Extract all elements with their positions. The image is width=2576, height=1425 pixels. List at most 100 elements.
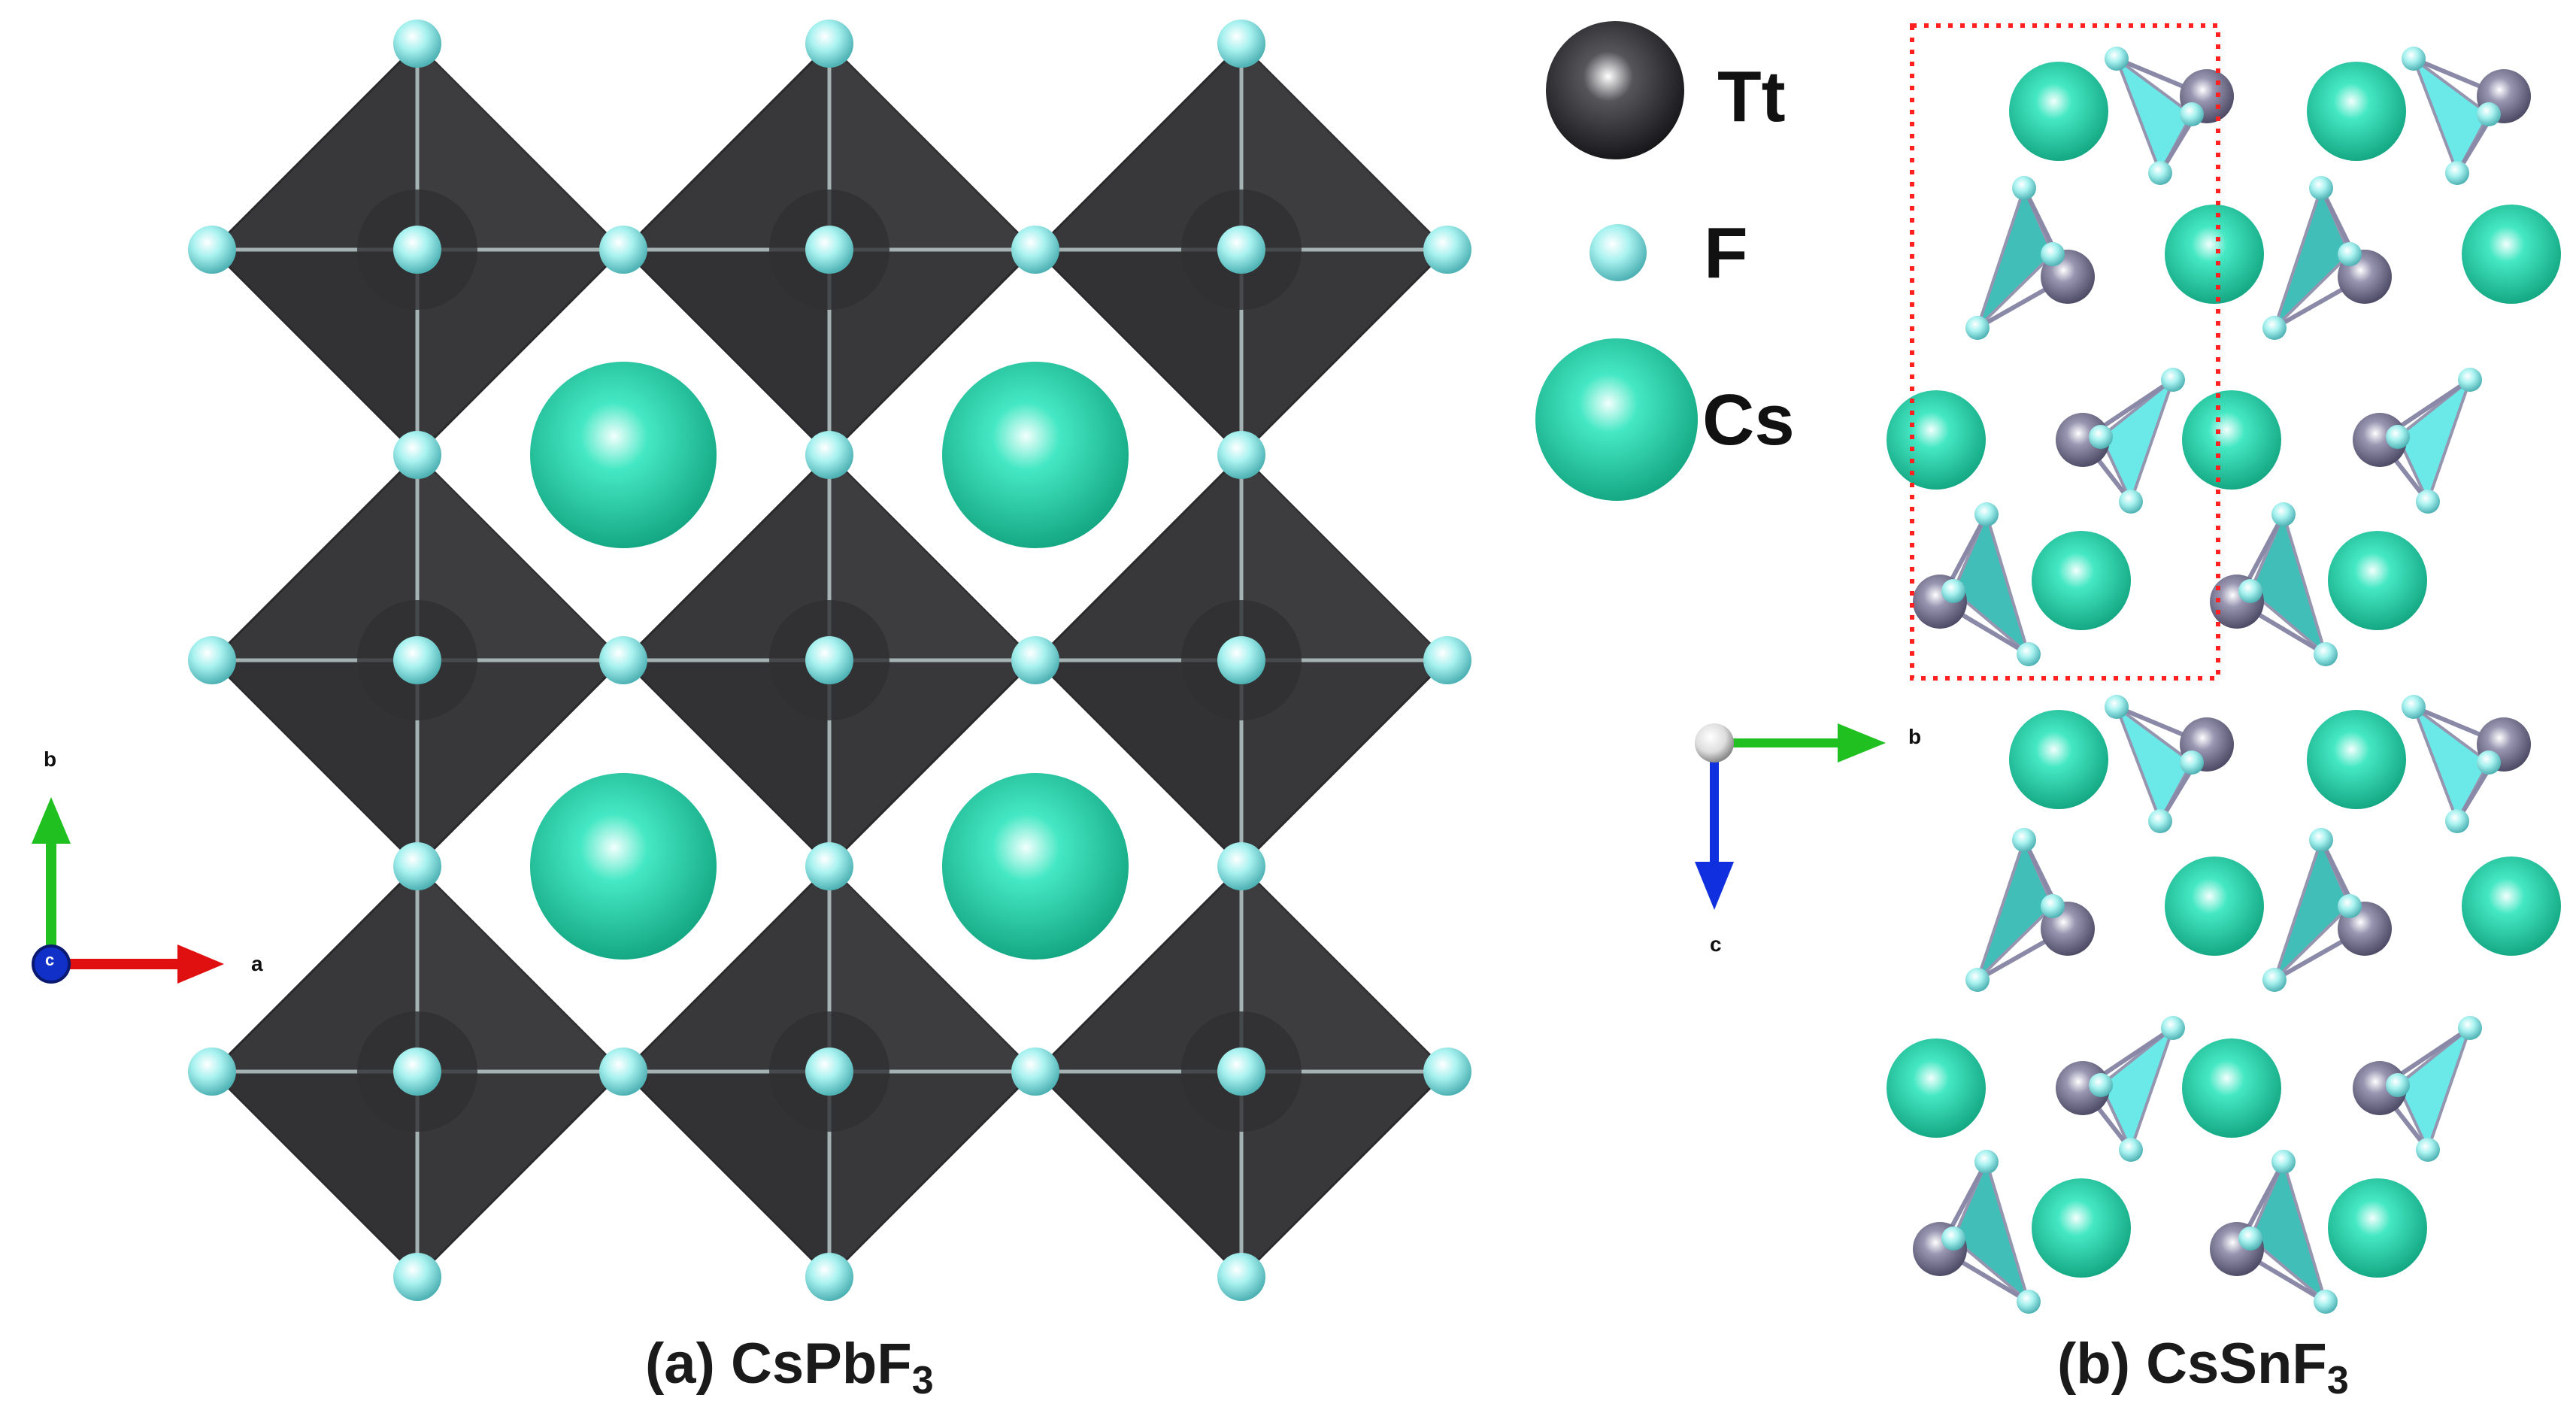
axis-c-origin [32, 944, 71, 984]
legend-label-cs: Cs [1702, 380, 1795, 460]
f-atom [2271, 1150, 2296, 1174]
octahedron-facet [624, 250, 829, 455]
axis-label-a: a [251, 952, 263, 975]
f-atom [2017, 642, 2041, 666]
f-atom [1941, 1226, 1965, 1251]
snf3-tetrahedron [1951, 510, 2032, 659]
f-atom [1217, 226, 1265, 274]
f-atom [1974, 1150, 1999, 1174]
panel-b-atoms-layer [1887, 47, 2561, 1314]
f-atom [805, 20, 853, 68]
axis-triad-a [32, 797, 224, 984]
f-atom [188, 636, 236, 684]
cs-atom [2009, 62, 2108, 161]
f-atom [393, 1048, 441, 1096]
f-atom [2309, 828, 2333, 852]
legend-label-tt: Tt [1717, 56, 1786, 137]
f-atom [2105, 47, 2129, 71]
caption-b-subscript: 3 [2326, 1359, 2349, 1402]
f-atom [1011, 226, 1059, 274]
cs-atom [2165, 205, 2264, 304]
cs-atom [530, 362, 717, 548]
axis-label-c-origin: c [45, 951, 55, 969]
f-atom [2262, 316, 2287, 340]
f-atom [1423, 636, 1471, 684]
f-atom [1217, 1253, 1265, 1301]
octahedron-facet [417, 455, 623, 660]
f-atom [2089, 1073, 2113, 1097]
f-atom [2416, 1138, 2440, 1162]
f-atom [2148, 809, 2172, 833]
f-atom [599, 1048, 647, 1096]
snf3-tetrahedron [2248, 510, 2329, 659]
octahedron-facet [624, 660, 829, 866]
cs-atom [942, 362, 1129, 548]
f-atom [2445, 809, 2469, 833]
f-atom [393, 431, 441, 479]
f-atom [2012, 828, 2036, 852]
f-atoms-layer [188, 20, 1471, 1301]
f-atom [1423, 1048, 1471, 1096]
cs-atom [2165, 857, 2264, 956]
axis-c-arrowhead [1695, 862, 1734, 910]
f-atom [2309, 176, 2333, 200]
octahedron-facet [829, 44, 1035, 250]
cs-atom [530, 773, 717, 960]
snf3-tetrahedron [2248, 1157, 2329, 1306]
f-atom [805, 842, 853, 890]
octahedron-facet [1036, 660, 1241, 866]
axis-label-c-panel-b: c [1710, 932, 1722, 956]
f-atom [2041, 894, 2065, 918]
panel-b-cssnf3-structure [1887, 23, 2561, 1314]
f-atom [393, 1253, 441, 1301]
cs-atom [2182, 390, 2281, 490]
octahedron-facet [829, 455, 1035, 660]
axis-b-arrowhead-b [1838, 723, 1886, 763]
cs-atom [2032, 1178, 2131, 1278]
octahedron-facet [417, 44, 623, 250]
f-atom [1217, 636, 1265, 684]
f-atom [2416, 490, 2440, 514]
f-atom [393, 636, 441, 684]
snf3-tetrahedron [2396, 375, 2474, 506]
f-atom [2105, 695, 2129, 719]
cs-atom [2182, 1038, 2281, 1138]
f-atom [2314, 642, 2338, 666]
panel-a-cspbf3-structure [188, 20, 1471, 1301]
f-atom [2262, 968, 2287, 992]
f-atom [805, 431, 853, 479]
f-atom [2402, 47, 2426, 71]
f-atom [2180, 750, 2204, 775]
f-atom [2386, 425, 2410, 449]
f-atom [1965, 316, 1990, 340]
f-atom [2314, 1290, 2338, 1314]
octahedron-facet [1036, 1072, 1241, 1277]
cs-atom [1887, 1038, 1986, 1138]
octahedron-facet [1036, 250, 1241, 455]
cs-atom [2032, 531, 2131, 630]
axis-a-origin-b [1695, 723, 1734, 763]
legend-f-sphere [1590, 224, 1647, 281]
cs-atom [2328, 1178, 2427, 1278]
f-atom [2180, 102, 2204, 126]
f-atom [393, 20, 441, 68]
octahedron-facet [212, 250, 417, 455]
octahedron-facet [624, 1072, 829, 1277]
cs-atom [2307, 710, 2406, 809]
legend-tt-sphere [1546, 21, 1684, 159]
pb-octahedra-layer [210, 42, 1449, 1279]
f-atom [2338, 242, 2362, 266]
f-atom [1217, 842, 1265, 890]
octahedron-facet [1241, 866, 1447, 1072]
f-atom [1011, 636, 1059, 684]
axis-b-arrowhead [32, 797, 71, 844]
f-atom [1965, 968, 1990, 992]
octahedron-facet [212, 1072, 417, 1277]
legend-cs-sphere [1535, 338, 1698, 501]
legend [1535, 21, 1698, 501]
cs-atom [2462, 205, 2561, 304]
f-atom [2161, 1016, 2185, 1040]
cs-atom [2009, 710, 2108, 809]
f-atom [2161, 368, 2185, 392]
octahedron-facet [829, 866, 1035, 1072]
